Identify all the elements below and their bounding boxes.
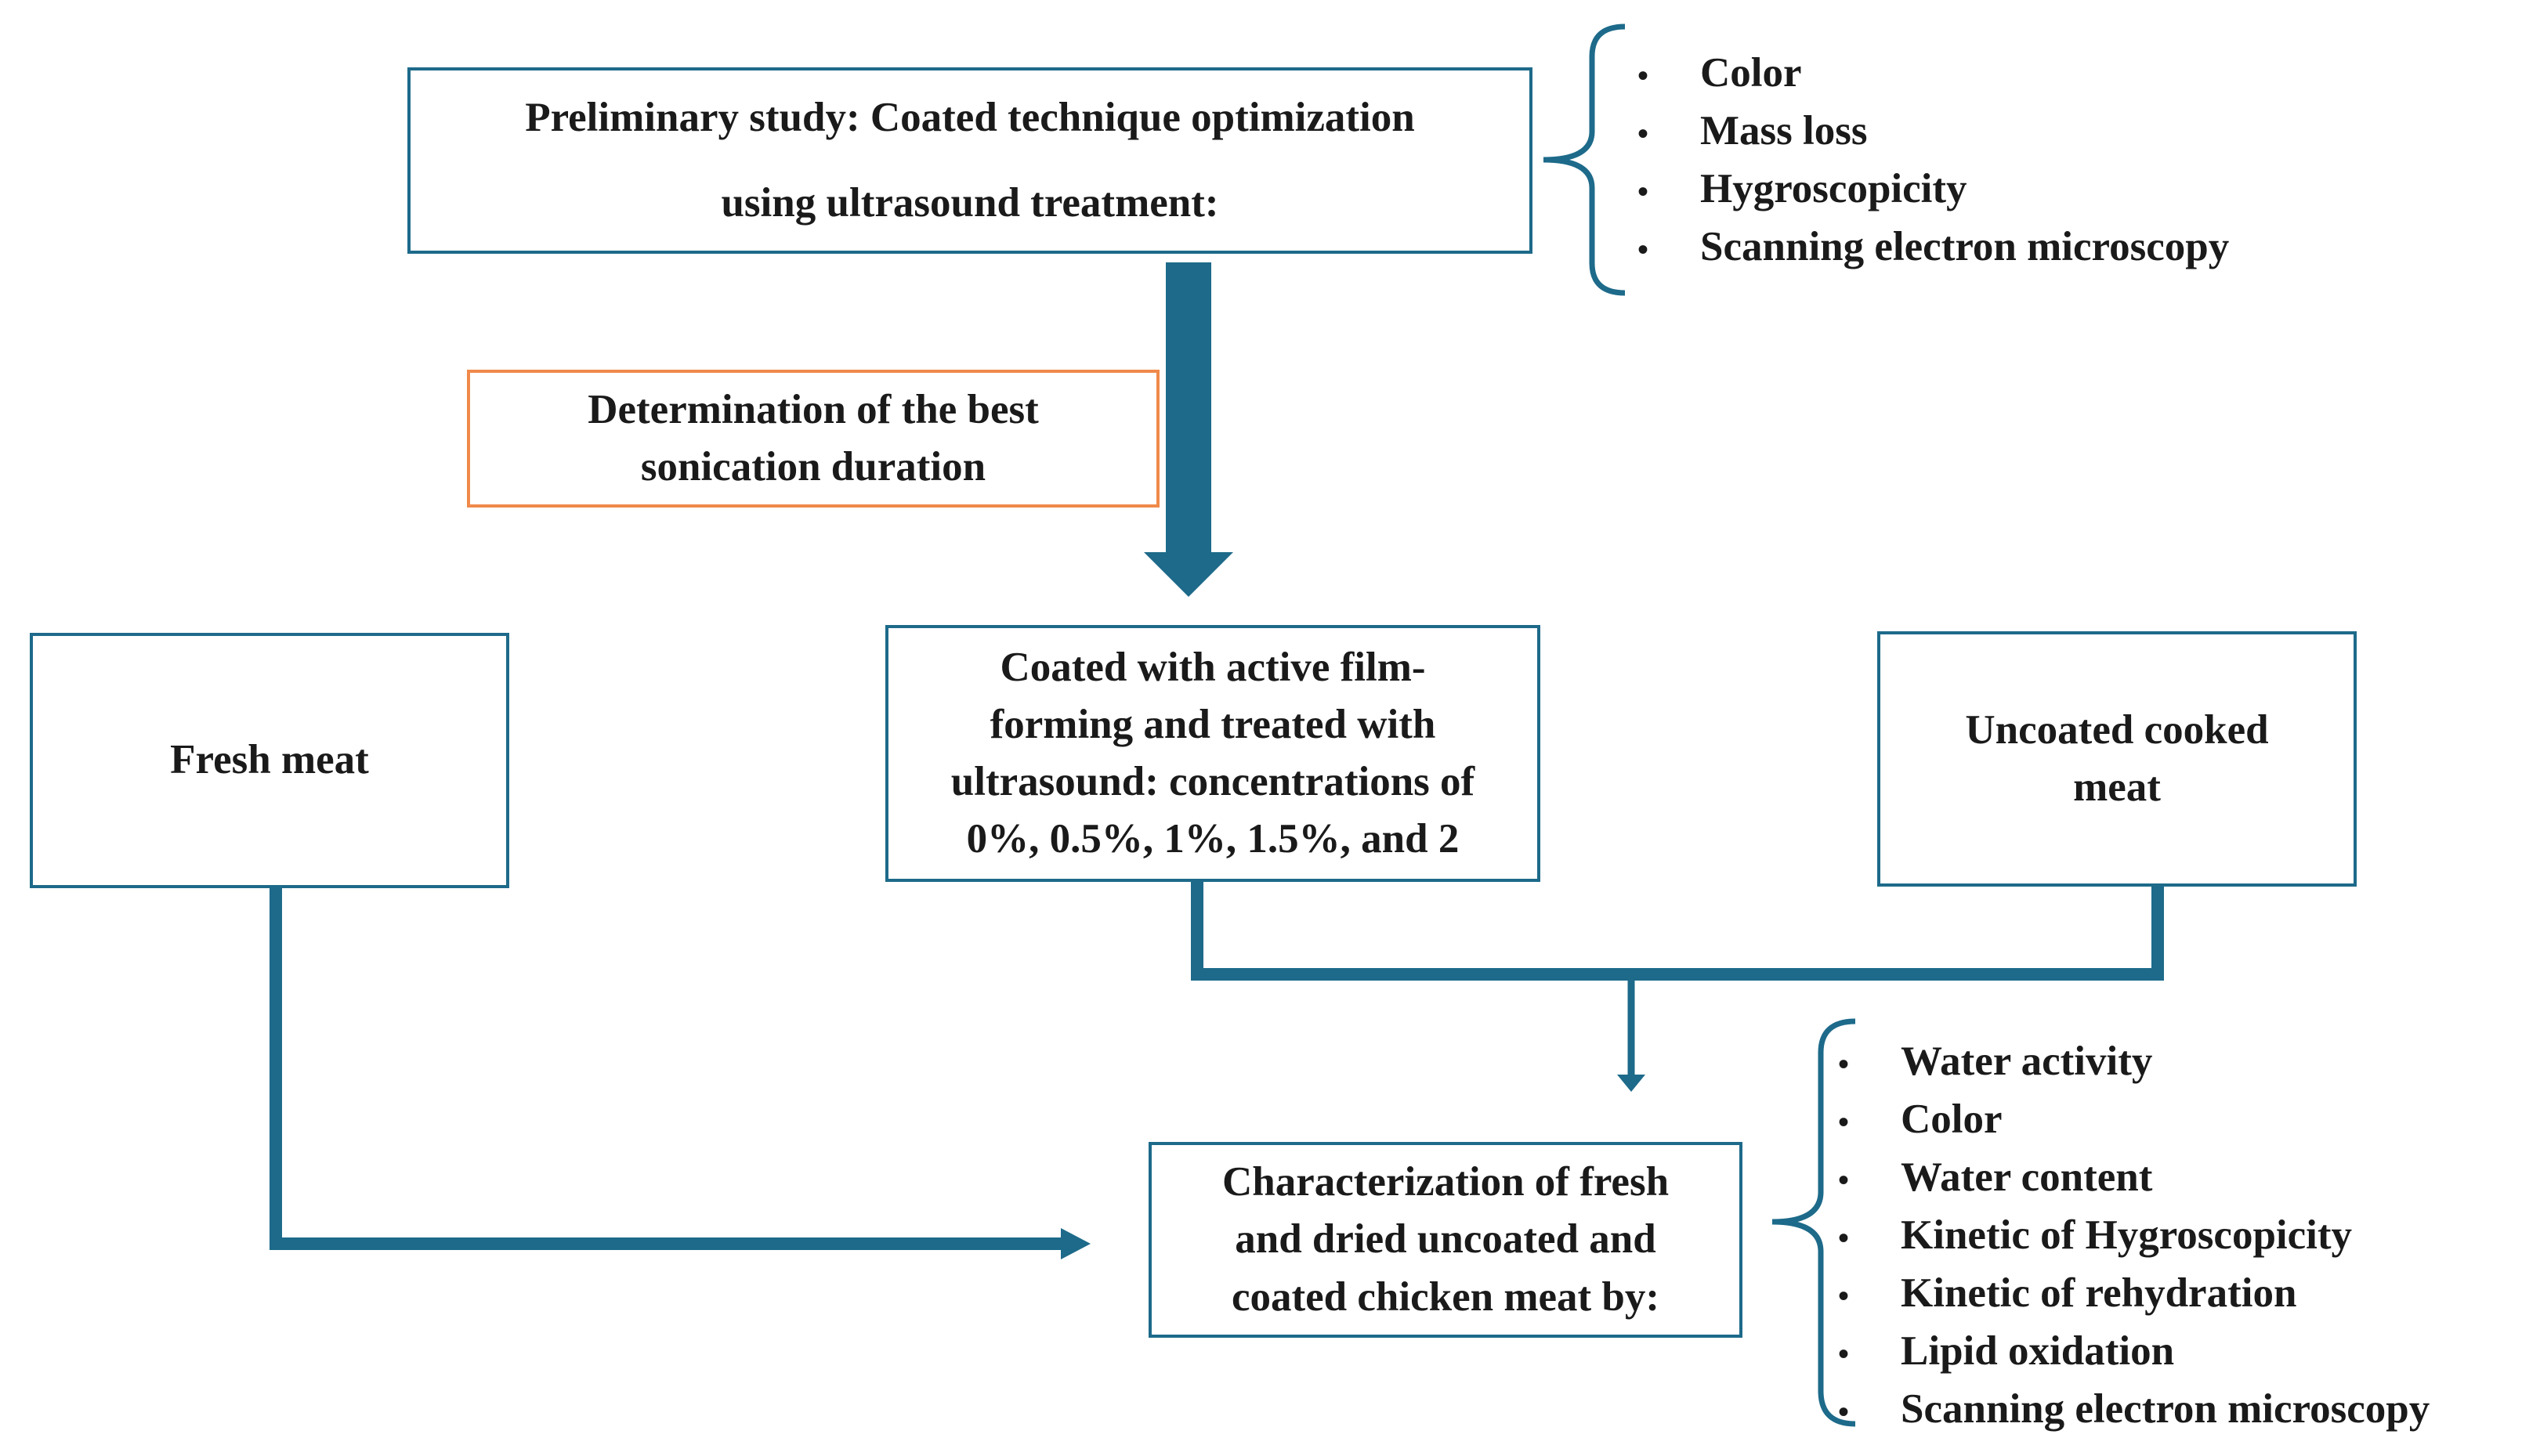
coated-text: Coated with active film- forming and tre…: [950, 644, 1475, 862]
merge-arrow-head: [1617, 1075, 1645, 1092]
characterization-box: Characterization of fresh and dried unco…: [1149, 1142, 1742, 1338]
coated-box: Coated with active film- forming and tre…: [885, 625, 1540, 882]
list-item: Mass loss: [1637, 102, 2229, 163]
preliminary-study-text: Preliminary study: Coated technique opti…: [525, 95, 1415, 226]
list-item: Water activity: [1838, 1032, 2430, 1093]
list-item: Scanning electron microscopy: [1838, 1380, 2430, 1441]
list-item: Kinetic of rehydration: [1838, 1264, 2430, 1325]
best-duration-box: Determination of the best sonication dur…: [467, 370, 1160, 508]
list-item: Scanning electron microscopy: [1637, 218, 2229, 279]
list-item: Water content: [1838, 1148, 2430, 1209]
list-item: Color: [1838, 1090, 2430, 1151]
list-item: Lipid oxidation: [1838, 1322, 2430, 1383]
main-arrow-head: [1144, 552, 1233, 597]
list-item: Color: [1637, 44, 2229, 105]
list-item: Hygroscopicity: [1637, 160, 2229, 221]
best-duration-text: Determination of the best sonication dur…: [588, 386, 1039, 490]
fresh-arrow-head: [1061, 1228, 1091, 1259]
fresh-meat-box: Fresh meat: [30, 633, 509, 888]
preliminary-analyses-list: Color Mass loss Hygroscopicity Scanning …: [1637, 44, 2229, 279]
characterization-analyses-list: Water activity Color Water content Kinet…: [1838, 1032, 2430, 1441]
merge-connector: [1191, 880, 2164, 981]
bottom-brace: [1771, 1018, 1856, 1427]
top-brace: [1543, 23, 1626, 296]
fresh-meat-text: Fresh meat: [170, 737, 369, 783]
main-arrow-shaft: [1166, 262, 1211, 554]
preliminary-study-box: Preliminary study: Coated technique opti…: [407, 67, 1532, 254]
characterization-text: Characterization of fresh and dried unco…: [1221, 1159, 1670, 1320]
uncoated-text: Uncoated cooked meat: [1965, 706, 2269, 810]
list-item: Kinetic of Hygroscopicity: [1838, 1206, 2430, 1267]
uncoated-box: Uncoated cooked meat: [1877, 631, 2357, 887]
fresh-connector: [270, 887, 1066, 1250]
